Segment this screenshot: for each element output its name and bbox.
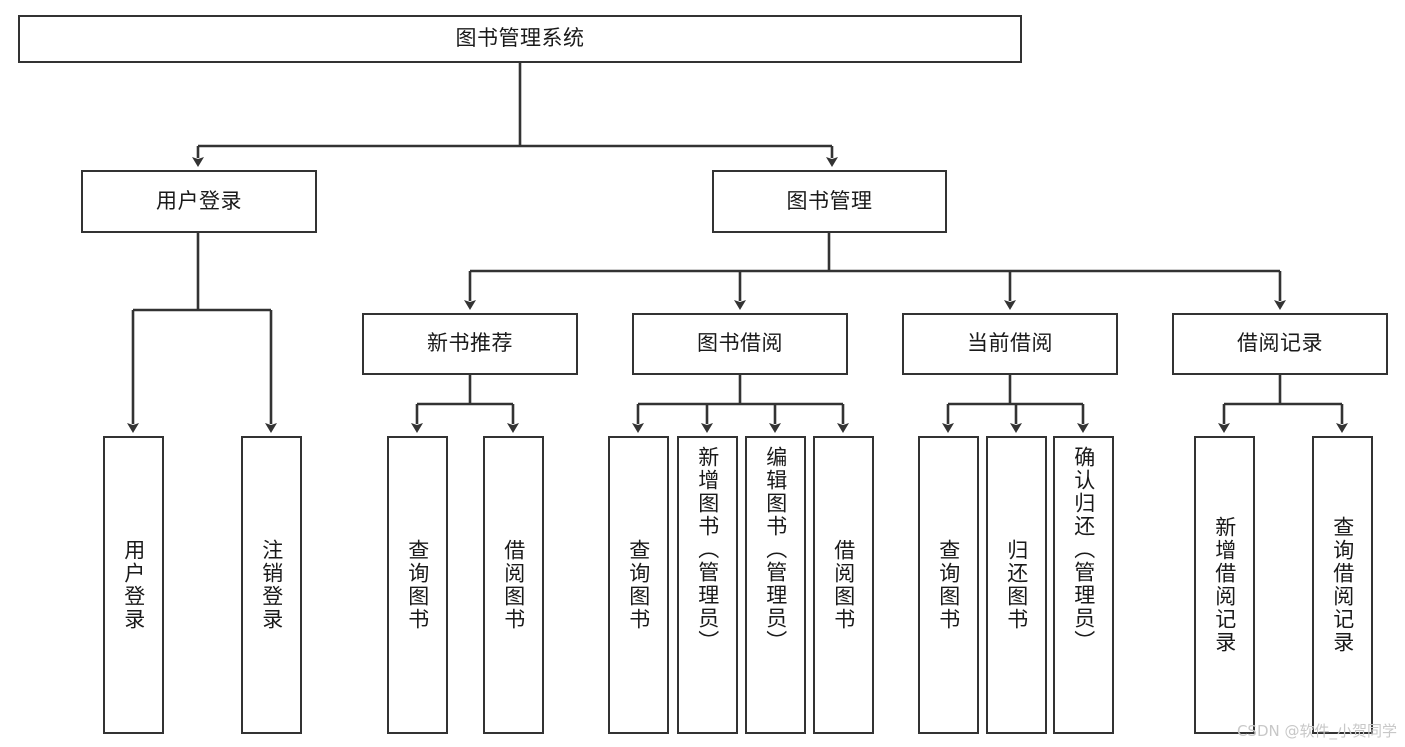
node-borrow-record-label: 借阅记录 <box>1237 331 1323 356</box>
node-leaf-user-login-label: 用户登录 <box>121 539 146 631</box>
node-leaf-query-book-2-label: 查询图书 <box>626 539 651 631</box>
node-current-borrow-label: 当前借阅 <box>967 331 1053 356</box>
node-leaf-edit-book-label: 编辑图书（管理员） <box>763 446 788 653</box>
node-leaf-query-book-3-label: 查询图书 <box>936 539 961 631</box>
node-leaf-borrow-book-1[interactable]: 借阅图书 <box>483 436 544 734</box>
node-root-label: 图书管理系统 <box>455 26 585 51</box>
node-borrow-record[interactable]: 借阅记录 <box>1172 313 1388 375</box>
node-leaf-query-book-1[interactable]: 查询图书 <box>387 436 448 734</box>
node-new-book-rec[interactable]: 新书推荐 <box>362 313 578 375</box>
node-book-manage-label: 图书管理 <box>786 188 873 213</box>
node-root[interactable]: 图书管理系统 <box>18 15 1022 63</box>
node-user-login[interactable]: 用户登录 <box>81 170 317 233</box>
node-leaf-logout[interactable]: 注销登录 <box>241 436 302 734</box>
node-book-borrow[interactable]: 图书借阅 <box>632 313 848 375</box>
node-leaf-add-book[interactable]: 新增图书（管理员） <box>677 436 738 734</box>
node-leaf-add-record-label: 新增借阅记录 <box>1212 516 1237 654</box>
node-book-manage[interactable]: 图书管理 <box>712 170 947 233</box>
node-leaf-return-book-label: 归还图书 <box>1004 539 1029 631</box>
node-leaf-query-record[interactable]: 查询借阅记录 <box>1312 436 1373 734</box>
node-book-borrow-label: 图书借阅 <box>697 331 783 356</box>
node-leaf-borrow-book-2[interactable]: 借阅图书 <box>813 436 874 734</box>
node-leaf-query-book-2[interactable]: 查询图书 <box>608 436 669 734</box>
node-current-borrow[interactable]: 当前借阅 <box>902 313 1118 375</box>
node-leaf-add-record[interactable]: 新增借阅记录 <box>1194 436 1255 734</box>
node-leaf-query-record-label: 查询借阅记录 <box>1330 516 1355 654</box>
node-leaf-query-book-3[interactable]: 查询图书 <box>918 436 979 734</box>
node-leaf-query-book-1-label: 查询图书 <box>405 539 430 631</box>
node-new-book-rec-label: 新书推荐 <box>427 331 513 356</box>
csdn-watermark: CSDN @软件_小贺同学 <box>1236 722 1397 740</box>
node-leaf-borrow-book-1-label: 借阅图书 <box>501 539 526 631</box>
node-leaf-confirm-return[interactable]: 确认归还（管理员） <box>1053 436 1114 734</box>
node-leaf-confirm-return-label: 确认归还（管理员） <box>1071 446 1096 653</box>
node-leaf-user-login[interactable]: 用户登录 <box>103 436 164 734</box>
node-leaf-borrow-book-2-label: 借阅图书 <box>831 539 856 631</box>
node-leaf-return-book[interactable]: 归还图书 <box>986 436 1047 734</box>
node-leaf-logout-label: 注销登录 <box>259 539 284 631</box>
node-user-login-label: 用户登录 <box>156 188 242 213</box>
node-leaf-edit-book[interactable]: 编辑图书（管理员） <box>745 436 806 734</box>
node-leaf-add-book-label: 新增图书（管理员） <box>695 446 720 653</box>
